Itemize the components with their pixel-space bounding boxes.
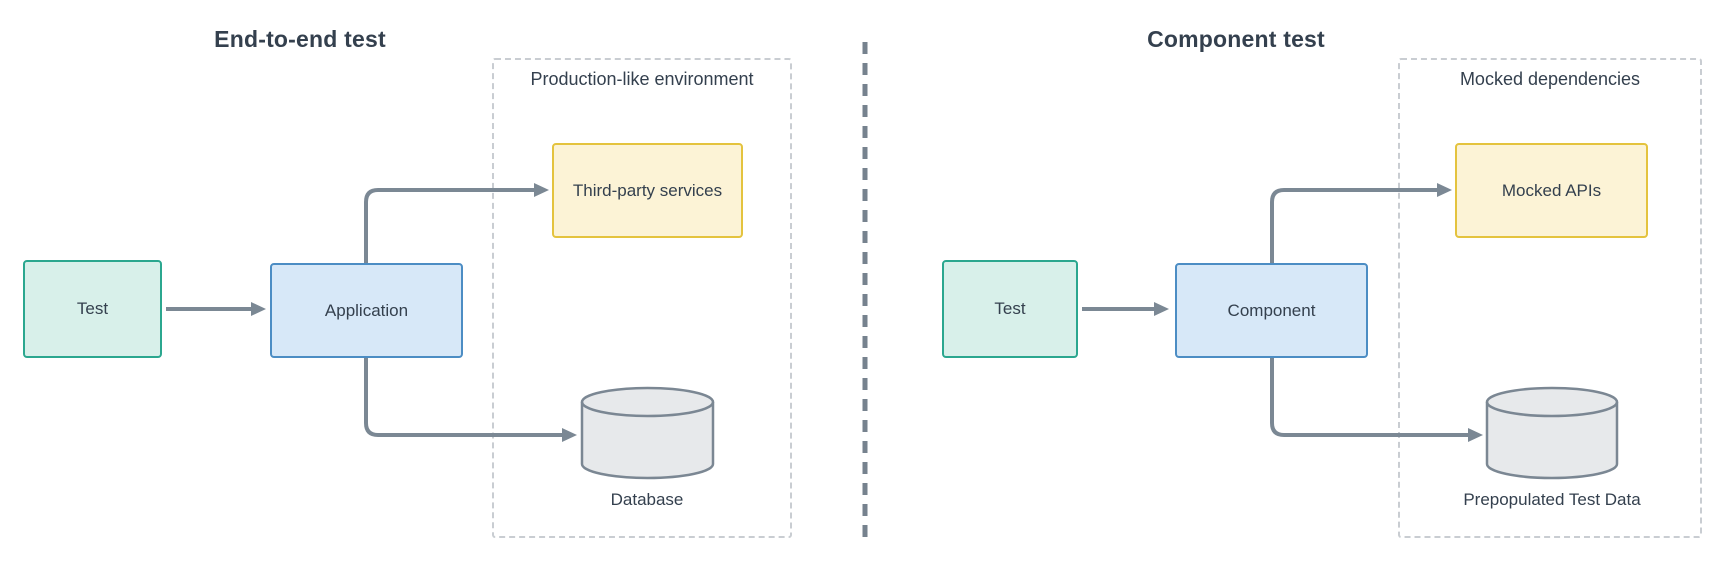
production-environment-group-box — [492, 58, 792, 538]
application-node-label: Application — [324, 300, 409, 320]
right-test-node: Test — [942, 260, 1078, 358]
component-node-label: Component — [1227, 300, 1316, 320]
left-test-node-label: Test — [76, 299, 109, 318]
third-party-services-node-label: Third-party services — [572, 180, 723, 200]
arrowhead-test-to-component — [1154, 302, 1169, 316]
database-label: Database — [610, 490, 684, 509]
mocked-apis-node-label: Mocked APIs — [1501, 180, 1602, 200]
application-node: Application — [270, 263, 463, 358]
prepopulated-test-data-label: Prepopulated Test Data — [1463, 490, 1641, 509]
production-environment-group-label: Production-like environment — [530, 69, 754, 89]
right-diagram-title: Component test — [1147, 26, 1325, 52]
mocked-dependencies-group-label: Mocked dependencies — [1459, 69, 1641, 89]
arrowhead-test-to-application — [251, 302, 266, 316]
mocked-apis-node: Mocked APIs — [1455, 143, 1648, 238]
left-diagram-title: End-to-end test — [214, 26, 386, 52]
mocked-dependencies-group-box — [1398, 58, 1702, 538]
component-node: Component — [1175, 263, 1368, 358]
right-test-node-label: Test — [994, 299, 1026, 318]
left-test-node: Test — [23, 260, 162, 358]
third-party-services-node: Third-party services — [552, 143, 743, 238]
